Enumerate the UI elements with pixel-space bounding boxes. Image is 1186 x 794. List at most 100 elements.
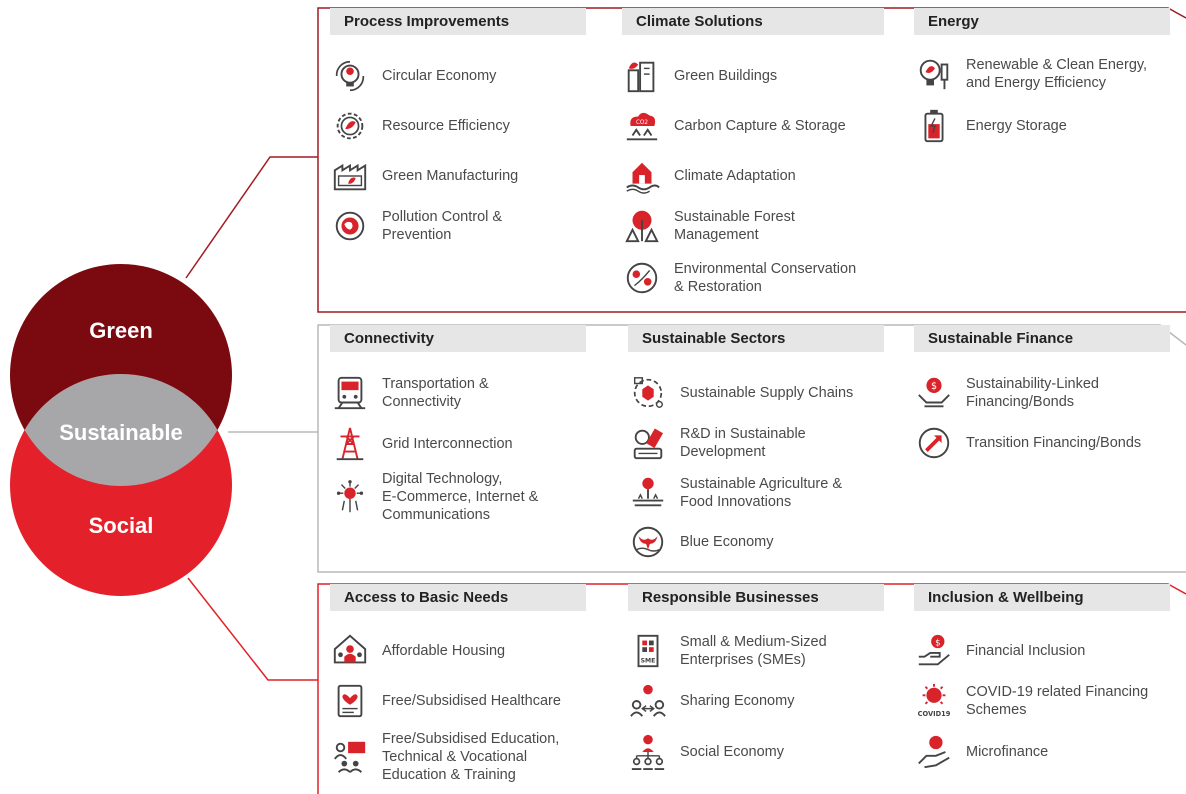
dollar-text: $	[931, 381, 937, 392]
item-label: Sustainable Agriculture & Food Innovatio…	[680, 476, 843, 510]
list-item-resource-efficiency: Resource Efficiency	[330, 106, 510, 146]
list-item-sustainable-forest: Sustainable Forest Management	[622, 206, 795, 246]
covid-virus-icon: COVID19	[914, 681, 954, 721]
list-item-circular-economy: Circular Economy	[330, 56, 496, 96]
column-climate-solutions: Climate Solutions Green Buildings CO2 Ca…	[622, 8, 884, 295]
house-flood-icon	[622, 156, 662, 196]
social-label: Social	[88, 513, 154, 538]
list-item-climate-adaptation: Climate Adaptation	[622, 156, 796, 196]
column-connectivity: Connectivity Transportation & Connectivi…	[330, 325, 586, 523]
column-header: Sustainable Finance	[914, 325, 1170, 352]
item-label: Microfinance	[966, 744, 1049, 760]
classroom-icon	[330, 737, 370, 777]
column-header: Energy	[914, 8, 1170, 35]
item-label: Energy Storage	[966, 118, 1067, 134]
column-sustainable-sectors: Sustainable Sectors Sustainable Supply C…	[628, 325, 884, 558]
list-item-agriculture: Sustainable Agriculture & Food Innovatio…	[628, 473, 842, 513]
list-item-blue-economy: Blue Economy	[628, 522, 774, 562]
item-label: Environmental Conservation & Restoration	[674, 261, 857, 295]
list-item-education: Free/Subsidised Education, Technical & V…	[330, 730, 559, 784]
transition-arrow-icon	[914, 423, 954, 463]
forest-icon	[622, 206, 662, 246]
list-item-sustainability-linked: $ Sustainability-Linked Financing/Bonds	[914, 373, 1099, 413]
sustainable-overlap	[10, 374, 232, 486]
item-label: Transition Financing/Bonds	[966, 435, 1142, 451]
co2-cloud-icon: CO2	[622, 106, 662, 146]
dollar-text: $	[935, 638, 940, 648]
hand-gift-icon	[914, 732, 954, 772]
item-label: Pollution Control & Prevention	[382, 209, 503, 243]
item-label: Sustainable Forest Management	[674, 209, 795, 243]
list-item-environmental-conservation: Environmental Conservation & Restoration	[622, 258, 856, 298]
list-item-pollution-control: Pollution Control & Prevention	[330, 206, 502, 246]
item-label: Digital Technology, E-Commerce, Internet…	[382, 471, 539, 523]
list-item-affordable-housing: Affordable Housing	[330, 631, 505, 671]
sharing-people-icon	[628, 681, 668, 721]
column-header: Process Improvements	[330, 8, 586, 35]
column-sustainable-finance: Sustainable Finance $ Sustainability-Lin…	[914, 325, 1170, 459]
gear-leaf-icon	[330, 106, 370, 146]
item-label: Resource Efficiency	[382, 118, 510, 134]
covid-text: COVID19	[918, 710, 951, 718]
list-item-green-buildings: Green Buildings	[622, 56, 777, 96]
item-label: Carbon Capture & Storage	[674, 118, 846, 134]
item-label: Financial Inclusion	[966, 643, 1086, 659]
list-item-energy-storage: Energy Storage	[914, 106, 1067, 146]
item-label: Free/Subsidised Education, Technical & V…	[382, 731, 560, 783]
list-item-sharing-economy: Sharing Economy	[628, 681, 794, 721]
item-label: Blue Economy	[680, 534, 774, 550]
item-label: Transportation & Connectivity	[382, 376, 489, 410]
green-building-icon	[622, 56, 662, 96]
green-panel-border	[317, 7, 1186, 313]
list-item-supply-chains: Sustainable Supply Chains	[628, 373, 853, 413]
item-label: R&D in Sustainable Development	[680, 426, 806, 460]
item-label: Sharing Economy	[680, 693, 795, 709]
list-item-rnd: R&D in Sustainable Development	[628, 423, 806, 463]
list-item-carbon-capture: CO2 Carbon Capture & Storage	[622, 106, 846, 146]
digital-network-icon	[330, 477, 370, 517]
column-header: Climate Solutions	[622, 8, 884, 35]
column-header: Inclusion & Wellbeing	[914, 584, 1170, 611]
list-item-renewable-energy: Renewable & Clean Energy, and Energy Eff…	[914, 54, 1147, 94]
hands-coin-icon: $	[914, 373, 954, 413]
item-label: Sustainability-Linked Financing/Bonds	[966, 376, 1099, 410]
item-label: Green Buildings	[674, 68, 778, 84]
green-connector-line	[185, 156, 318, 279]
item-label: Social Economy	[680, 744, 784, 760]
social-panel: Access to Basic Needs Affordable Housing…	[318, 584, 1186, 794]
list-item-transition-financing: Transition Financing/Bonds	[914, 423, 1141, 463]
green-panel: Process Improvements Circular Economy Re…	[318, 8, 1186, 312]
sustainable-label: Sustainable	[59, 420, 183, 445]
column-header: Connectivity	[330, 325, 586, 352]
column-responsible-businesses: Responsible Businesses SME Small & Mediu…	[628, 584, 884, 771]
item-label: Grid Interconnection	[382, 436, 513, 452]
column-energy: Energy Renewable & Clean Energy, and Ene…	[914, 8, 1170, 143]
bulb-plug-icon	[914, 54, 954, 94]
house-people-icon	[330, 631, 370, 671]
list-item-grid-interconnection: Grid Interconnection	[330, 424, 513, 464]
co2-text: CO2	[636, 120, 648, 126]
research-icon	[628, 423, 668, 463]
item-label: Circular Economy	[382, 68, 497, 84]
sustainable-panel: Connectivity Transportation & Connectivi…	[318, 325, 1186, 572]
agriculture-icon	[628, 473, 668, 513]
social-network-icon	[628, 732, 668, 772]
item-label: Small & Medium-Sized Enterprises (SMEs)	[680, 634, 827, 668]
list-item-healthcare: Free/Subsidised Healthcare	[330, 681, 561, 721]
column-header: Responsible Businesses	[628, 584, 884, 611]
medical-record-icon	[330, 681, 370, 721]
supply-chain-icon	[628, 373, 668, 413]
item-label: Free/Subsidised Healthcare	[382, 693, 561, 709]
hand-coin-icon: $	[914, 631, 954, 671]
list-item-covid-financing: COVID19 COVID-19 related Financing Schem…	[914, 681, 1148, 721]
green-label: Green	[89, 318, 153, 343]
item-label: Affordable Housing	[382, 643, 506, 659]
list-item-social-economy: Social Economy	[628, 732, 784, 772]
column-process-improvements: Process Improvements Circular Economy Re…	[330, 8, 586, 243]
column-header: Access to Basic Needs	[330, 584, 586, 611]
sme-building-icon: SME	[628, 631, 668, 671]
item-label: Renewable & Clean Energy, and Energy Eff…	[966, 57, 1148, 91]
train-icon	[330, 373, 370, 413]
